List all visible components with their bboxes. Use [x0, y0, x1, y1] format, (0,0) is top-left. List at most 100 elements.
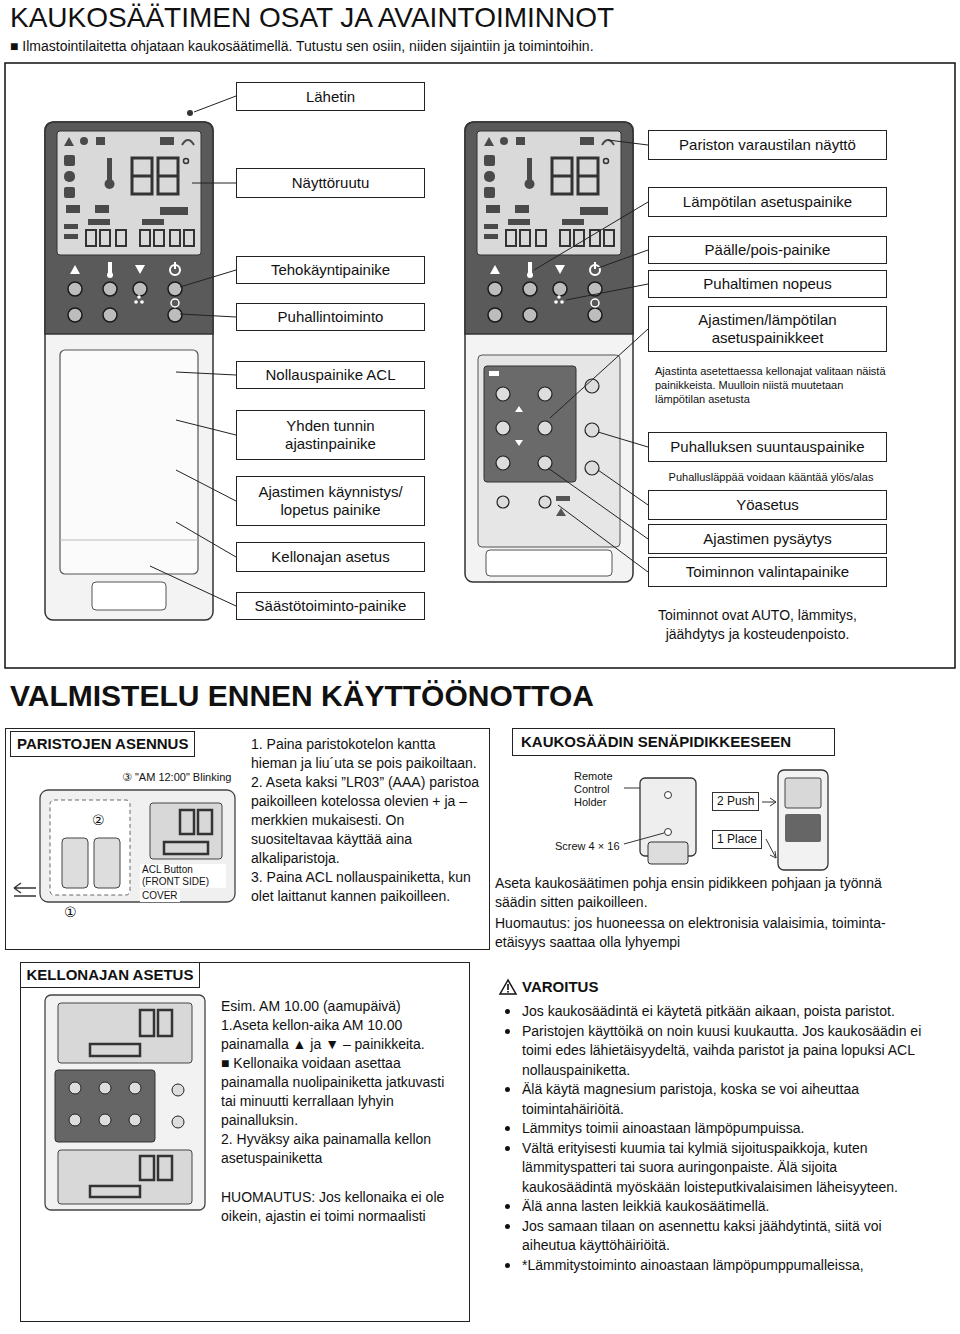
- callout-text: Säästötoiminto-painike: [255, 597, 407, 615]
- remote-right-part-part: [556, 496, 570, 501]
- label-text: Screw 4 × 16: [555, 840, 620, 853]
- clock-illustration-part: [90, 1010, 172, 1056]
- callout-text: Tehokäyntipainike: [271, 261, 390, 279]
- callout-box: Puhalluksen suuntauspainike: [648, 432, 887, 462]
- clock-illustration-part: [58, 1150, 192, 1204]
- label-text: ①: [62, 904, 79, 921]
- section-text: 2. Hyväksy aika painamalla kellon asetus…: [221, 1130, 461, 1168]
- remote-left: [45, 110, 213, 620]
- page-title: KAUKOSÄÄTIMEN OSAT JA AVAINTOIMINNOT: [10, 2, 614, 34]
- battery-illustration-part: [14, 895, 36, 897]
- remote-right: [465, 122, 633, 582]
- section-body: 1. Paina paristokotelon kantta hieman ja…: [251, 735, 483, 906]
- clock-illustration-part-part: [129, 1082, 141, 1094]
- label-text: Toiminnot ovat AUTO, lämmitys, jäähdytys…: [630, 606, 885, 644]
- section-text: 1.Aseta kellon-aika AM 10.00 painamalla …: [221, 1016, 461, 1054]
- callout-box: Yöasetus: [648, 490, 887, 520]
- clock-illustration-part-part: [158, 1156, 172, 1180]
- remote-right-part-part: [515, 440, 523, 446]
- callout-box: Toiminnon valintapainike: [648, 557, 887, 587]
- battery-illustration-part-part: [180, 810, 194, 834]
- holder-illustration-part: [665, 792, 672, 799]
- callout-text: Lähetin: [306, 88, 355, 106]
- remote-right-part-part: [515, 406, 523, 412]
- section-text: 3. Paina ACL nollauspainiketta, kun olet…: [251, 868, 483, 906]
- remote-left-part: [60, 350, 198, 574]
- remote-right-part-part: [496, 387, 510, 401]
- callout-box: Ajastimen käynnistys/ lopetus painike: [236, 476, 425, 526]
- clock-illustration-part: [58, 1003, 192, 1063]
- section-text: 2. Aseta kaksi ”LR03” (AAA) paristoa pai…: [251, 773, 483, 868]
- battery-illustration-part: [94, 838, 120, 888]
- leader-lines-part: [598, 250, 648, 268]
- callout-box: Nollauspainike ACL: [236, 361, 425, 389]
- callout-box: Puhaltimen nopeus: [648, 270, 887, 298]
- battery-illustration-part: [150, 803, 222, 859]
- remote-left-part: [187, 110, 193, 116]
- remote-right-part-part: [489, 371, 499, 376]
- battery-illustration-part-part: [198, 810, 212, 834]
- holder-illustration-part: [778, 770, 828, 870]
- remote-right-part: [465, 122, 633, 334]
- label-text: ■ Ilmastointilaitetta ohjataan kaukosäät…: [10, 38, 950, 55]
- holder-illustration-part: [648, 842, 688, 864]
- label-text: COVER: [140, 890, 180, 902]
- callout-text: Puhalluksen suuntauspainike: [670, 438, 864, 456]
- leader-lines-part: [550, 329, 648, 418]
- remote-left-part: [60, 540, 198, 541]
- callout-text: Ajastimen/lämpötilan asetuspainikkeet: [655, 311, 880, 347]
- clock-illustration-part-part: [140, 1156, 154, 1180]
- holder-illustration-part-part: [766, 839, 776, 858]
- clock-illustration: [45, 995, 205, 1210]
- callout-box: Kellonajan asetus: [236, 542, 425, 572]
- battery-illustration-part: [164, 810, 212, 854]
- remote-right-part-part: [538, 421, 552, 435]
- heading-text: VALMISTELU ENNEN KÄYTTÖÖNOTTOA: [10, 678, 594, 714]
- leader-lines-part: [566, 284, 648, 300]
- callout-text: Ajastimen käynnistys/ lopetus painike: [243, 483, 418, 519]
- remote-right-part: [465, 122, 633, 582]
- holder-illustration-part: [785, 778, 821, 808]
- remote-right-part-part: [496, 421, 510, 435]
- leader-lines-part: [180, 270, 236, 287]
- remote-right-part: [484, 366, 576, 482]
- label-text: Remote Control Holder: [574, 770, 622, 809]
- leader-lines-part: [150, 566, 236, 606]
- section-body: Esim. AM 10.00 (aamupäivä)1.Aseta kellon…: [221, 997, 461, 1226]
- clock-illustration-part-part: [90, 1044, 140, 1056]
- label-text: ②: [90, 812, 107, 829]
- warning-sign-part: [507, 991, 509, 993]
- remote-right-part-part: [556, 508, 566, 516]
- heading-text: VAROITUS: [522, 978, 598, 996]
- leader-lines-part: [548, 468, 648, 539]
- section-text: HUOMAUTUS: Jos kellonaika ei ole oikein,…: [221, 1188, 461, 1226]
- callout-box: Tehokäyntipainike: [236, 256, 425, 284]
- warning-item: Lämmitys toimii ainoastaan lämpöpumpuiss…: [500, 1119, 930, 1139]
- remote-left-part: [45, 122, 213, 334]
- label-text: ③ "AM 12:00" Blinking: [120, 770, 233, 784]
- callout-text: Nollauspainike ACL: [265, 366, 395, 384]
- leader-lines-part: [534, 202, 648, 270]
- holder-illustration: [624, 770, 828, 870]
- remote-right-part: [556, 496, 570, 516]
- clock-illustration-part-part: [69, 1114, 81, 1126]
- clock-illustration-part-part: [172, 1084, 184, 1096]
- label-text: Puhallusläppää voidaan kääntää ylös/alas: [650, 470, 892, 484]
- leader-lines-part: [176, 470, 236, 501]
- label-text: 1 Place: [712, 830, 762, 849]
- callout-box: Ajastimen/lämpötilan asetuspainikkeet: [648, 306, 887, 352]
- clock-illustration-part-part: [99, 1114, 111, 1126]
- remote-left-part: [92, 582, 166, 610]
- remote-right-part: [489, 371, 523, 446]
- clock-illustration-part: [69, 1082, 184, 1128]
- holder-illustration-part-part: [762, 798, 776, 806]
- leader-lines-part: [194, 96, 236, 112]
- remote-right-part-part: [539, 496, 551, 508]
- warning-sign: [500, 980, 516, 994]
- clock-illustration-part: [90, 1156, 172, 1197]
- clock-illustration-part-part: [129, 1114, 141, 1126]
- warning-item: Jos samaan tilaan on asennettu kaksi jää…: [500, 1217, 930, 1256]
- bullet-list: Jos kaukosäädintä ei käytetä pitkään aik…: [500, 1002, 930, 1275]
- parts-frame: [5, 63, 955, 668]
